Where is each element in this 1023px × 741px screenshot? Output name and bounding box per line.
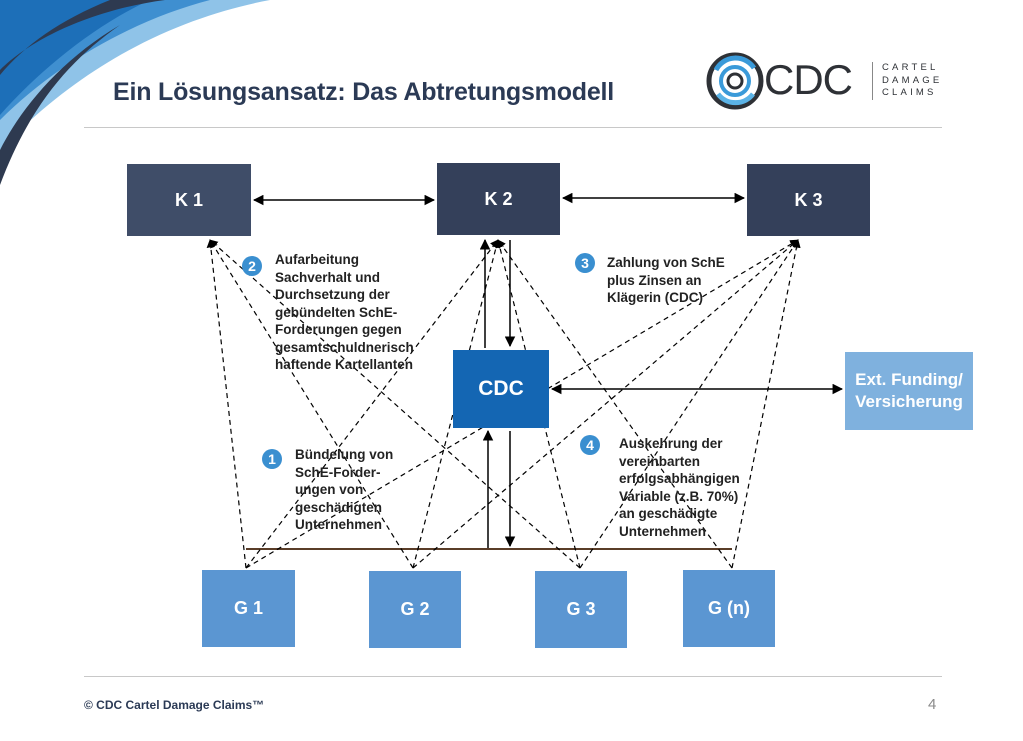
step-4-text: Auskehrung der vereinbarten erfolgsabhän… [619, 436, 740, 539]
header-divider [84, 127, 942, 128]
cdc-logo-ring-icon [706, 52, 764, 110]
step-1-badge: 1 [262, 449, 282, 469]
logo-separator [872, 62, 873, 100]
cdc-logo: CDC CARTEL DAMAGE CLAIMS [706, 50, 946, 112]
step-2-text: Aufarbeitung Sachverhalt und Durchsetzun… [275, 252, 414, 372]
step-2-badge: 2 [242, 256, 262, 276]
page-number: 4 [928, 696, 937, 713]
footer-divider [84, 676, 942, 677]
ext-funding-box: Ext. Funding/ Versicherung [845, 352, 973, 430]
k2-box: K 2 [437, 163, 560, 235]
k1-box: K 1 [127, 164, 251, 236]
k3-box: K 3 [747, 164, 870, 236]
logo-wordmark: CDC [764, 56, 853, 103]
gn-box: G (n) [683, 570, 775, 647]
g3-box: G 3 [535, 571, 627, 648]
step-3-badge: 3 [575, 253, 595, 273]
step-4-badge: 4 [580, 435, 600, 455]
g2-box: G 2 [369, 571, 461, 648]
corner-swoosh-decoration [0, 0, 270, 185]
cdc-box: CDC [453, 350, 549, 428]
logo-tagline: CARTEL DAMAGE CLAIMS [882, 62, 943, 98]
footer-copyright: © CDC Cartel Damage Claims™ [84, 698, 265, 712]
g1-box: G 1 [202, 570, 295, 647]
page-title: Ein Lösungsansatz: Das Abtretungsmodell [113, 78, 615, 106]
step-3-text: Zahlung von SchE plus Zinsen an Klägerin… [607, 255, 725, 305]
step-1-text: Bündelung von SchE-Forder- ungen von ges… [295, 447, 394, 532]
